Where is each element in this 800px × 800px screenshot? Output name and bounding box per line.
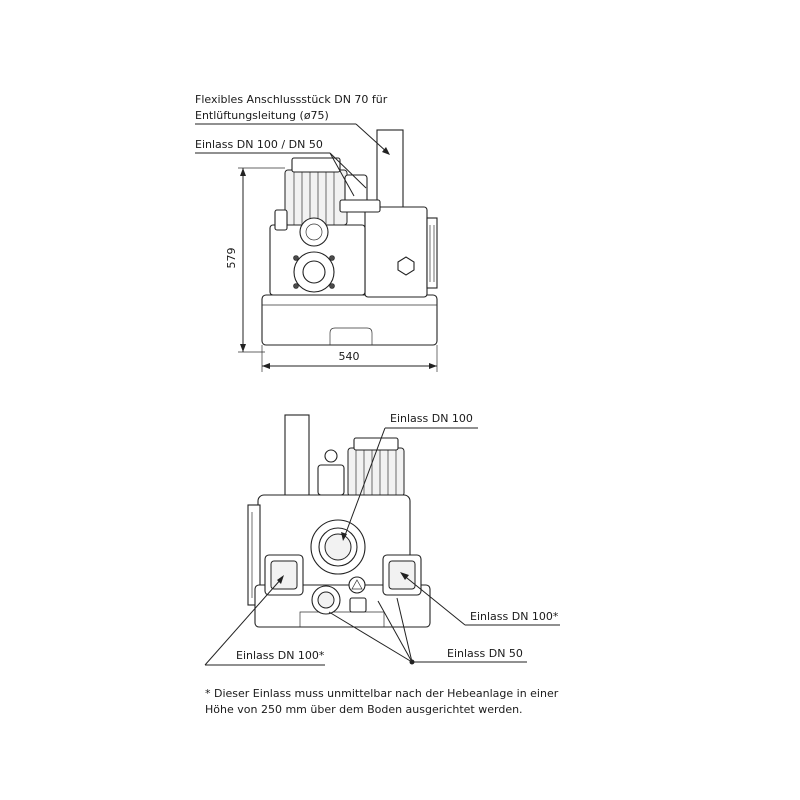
side-view-drawing (261, 129, 438, 346)
vent-pipe (376, 129, 404, 211)
tank-housing (364, 206, 428, 298)
side-panel-front (247, 504, 261, 606)
vent-pipe-front (284, 414, 310, 501)
dimension-width: 540 (261, 345, 438, 372)
callout-inlet-center: Einlass DN 100 (390, 412, 473, 425)
tank-side-panel (426, 217, 438, 289)
callout-vent-line1: Flexibles Anschlussstück DN 70 für (195, 93, 388, 106)
front-view-drawing (247, 414, 431, 628)
callout-inlet-dn50: Einlass DN 50 (447, 647, 523, 660)
callout-inlet-right: Einlass DN 100* (470, 610, 559, 623)
warning-icon (351, 579, 363, 590)
check-valve (299, 217, 329, 247)
dimension-height: 579 (225, 167, 285, 353)
footnote-line2: Höhe von 250 mm über dem Boden ausgerich… (205, 703, 523, 716)
width-label: 540 (339, 350, 360, 363)
height-label: 579 (225, 248, 238, 269)
base-housing (261, 294, 438, 346)
callout-inlet-top: Einlass DN 100 / DN 50 (195, 138, 323, 151)
callout-vent-line2: Entlüftungsleitung (ø75) (195, 109, 329, 122)
drain-plug (397, 256, 415, 276)
callout-inlet-left: Einlass DN 100* (236, 649, 325, 662)
motor-housing-front (347, 447, 405, 497)
footnote-line1: * Dieser Einlass muss unmittelbar nach d… (205, 687, 559, 700)
